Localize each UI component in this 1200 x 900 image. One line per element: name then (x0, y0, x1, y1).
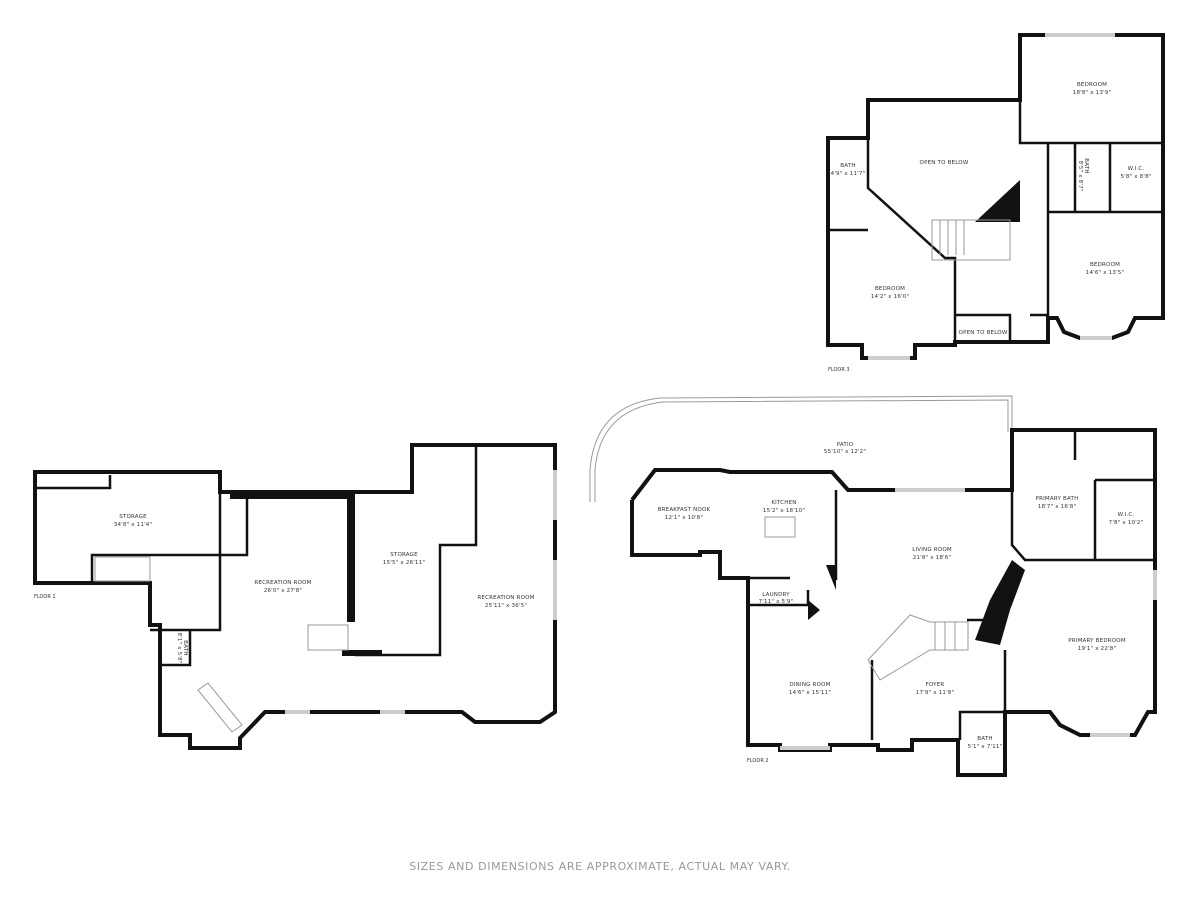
floor-label: FLOOR 3 (828, 367, 850, 373)
room-dims: 18'8" x 13'9" (1073, 90, 1111, 96)
room-dims: 8'5" x 8'7" (1077, 160, 1083, 191)
floor-label: FLOOR 1 (34, 594, 56, 600)
room-name: BEDROOM (1077, 82, 1107, 88)
room-name: OPEN TO BELOW (959, 330, 1008, 336)
floor-2-plan: PATIO 55'10" x 12'2" BREAKFAST NOOK 12'1… (589, 395, 1157, 777)
room-dims: 7'8" x 10'2" (1109, 520, 1144, 526)
room-dims: 12'1" x 10'8" (665, 515, 703, 521)
floor-2-wall-block (808, 565, 836, 620)
floor-1-thick-wall (347, 492, 355, 622)
floor-3-plan: BEDROOM 18'8" x 13'9" OPEN TO BELOW BATH… (826, 33, 1165, 373)
room-dims: 17'9" x 11'8" (916, 690, 954, 696)
room-name: PRIMARY BEDROOM (1068, 638, 1126, 644)
room-dims: 4'9" x 11'7" (831, 171, 866, 177)
floor-1-interior-walls (37, 445, 478, 667)
room-dims: 8'1" x 5'8" (176, 632, 182, 663)
room-name: BATH (840, 163, 855, 169)
room-dims: 26'0" x 27'8" (264, 588, 302, 594)
room-name: FOYER (926, 682, 945, 688)
room-name: BATH (182, 640, 188, 655)
room-dims: 55'10" x 12'2" (824, 449, 866, 455)
room-name: RECREATION ROOM (477, 595, 534, 601)
room-name: BEDROOM (1090, 262, 1120, 268)
kitchen-island (764, 516, 796, 538)
room-dims: 14'6" x 15'11" (789, 690, 831, 696)
room-dims: 34'8" x 11'4" (114, 522, 152, 528)
room-dims: 14'6" x 13'5" (1086, 270, 1124, 276)
room-dims: 25'11" x 36'5" (485, 603, 527, 609)
patio-outline (589, 395, 1013, 502)
room-name: PRIMARY BATH (1036, 496, 1079, 502)
room-name: BATH (1083, 158, 1089, 173)
floor-2-walls (630, 428, 1157, 777)
room-name: PATIO (837, 442, 854, 448)
room-name: STORAGE (119, 514, 147, 520)
disclaimer: SIZES AND DIMENSIONS ARE APPROXIMATE, AC… (409, 860, 791, 873)
floor-3-walls (826, 33, 1165, 360)
room-dims: 5'8" x 8'8" (1120, 174, 1151, 180)
floor-3-interior-walls (828, 35, 1163, 342)
floor-3-chimney (975, 180, 1020, 222)
room-name: KITCHEN (771, 500, 796, 506)
room-name: RECREATION ROOM (254, 580, 311, 586)
room-name: OPEN TO BELOW (920, 160, 969, 166)
room-name: BEDROOM (875, 286, 905, 292)
room-dims: 18'7" x 16'8" (1038, 504, 1076, 510)
floor-1-stairs (94, 556, 349, 733)
room-dims: 15'5" x 26'11" (383, 560, 425, 566)
room-name: W.I.C. (1118, 512, 1135, 518)
floor-3-stairs (931, 219, 1011, 261)
room-name: LIVING ROOM (912, 547, 952, 553)
room-name: STORAGE (390, 552, 418, 558)
room-dims: 14'2" x 16'0" (871, 294, 909, 300)
floor-label: FLOOR 2 (747, 758, 769, 764)
room-dims: 21'8" x 18'6" (913, 555, 951, 561)
floor-1-plan: STORAGE 34'8" x 11'4" RECREATION ROOM 26… (33, 443, 557, 750)
floor-2-stairs (867, 614, 969, 681)
floor-2-fireplace (975, 560, 1025, 645)
room-dims: 7'11" x 5'9" (759, 599, 794, 605)
room-dims: 19'1" x 22'8" (1078, 646, 1116, 652)
room-dims: 15'2" x 18'10" (763, 508, 805, 514)
floor-1-thick-wall (342, 650, 382, 656)
room-name: BREAKFAST NOOK (658, 507, 711, 513)
floor-1-walls (33, 443, 557, 750)
floor-1-thick-wall (230, 492, 355, 499)
room-name: DINING ROOM (789, 682, 830, 688)
room-name: BATH (977, 736, 992, 742)
room-name: LAUNDRY (762, 592, 790, 598)
room-name: W.I.C. (1128, 166, 1145, 172)
room-dims: 5'1" x 7'11" (968, 744, 1003, 750)
